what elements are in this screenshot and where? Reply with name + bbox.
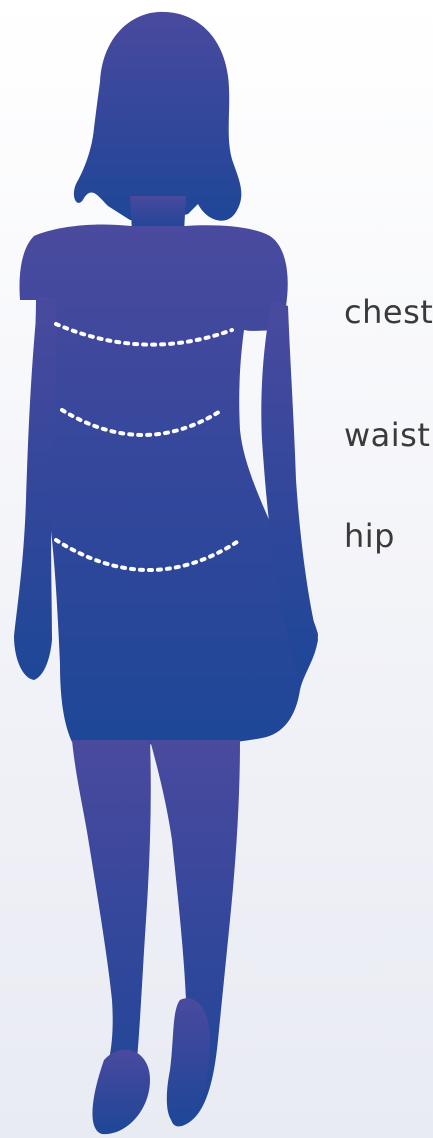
hip-label: hip (344, 520, 395, 552)
woman-silhouette-icon (14, 12, 318, 1134)
chest-label: chest (344, 296, 433, 328)
waist-label: waist (344, 419, 430, 451)
